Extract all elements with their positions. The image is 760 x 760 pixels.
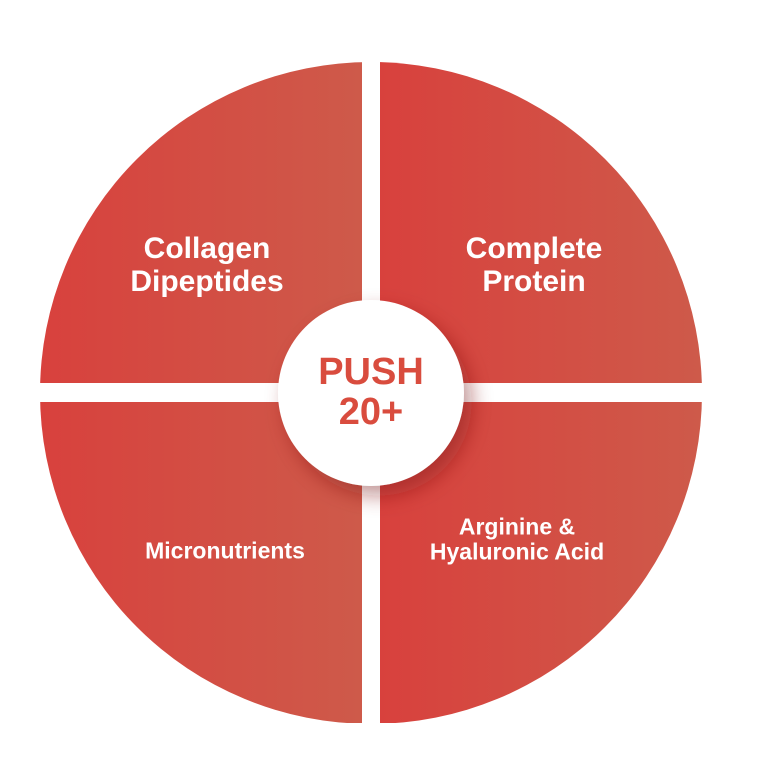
label-line: Arginine &	[458, 513, 576, 540]
center-subtitle: 20+	[338, 391, 404, 433]
center-title: PUSH	[318, 351, 424, 394]
label-line: Dipeptides	[130, 265, 284, 298]
label-arginine-hyaluronic: Arginine & Hyaluronic Acid	[429, 513, 605, 566]
label-complete-protein: Complete Protein	[466, 232, 603, 298]
label-line: Hyaluronic Acid	[429, 539, 605, 565]
label-line: Collagen	[143, 232, 271, 265]
center-label: PUSH 20+	[318, 351, 424, 433]
label-line: Micronutrients	[145, 537, 305, 564]
label-line: Complete	[465, 232, 603, 265]
label-micronutrients: Micronutrients	[145, 537, 305, 564]
center-circle	[278, 300, 464, 486]
label-line: Protein	[482, 265, 586, 298]
label-collagen-dipeptides: Collagen Dipeptides	[130, 232, 283, 298]
